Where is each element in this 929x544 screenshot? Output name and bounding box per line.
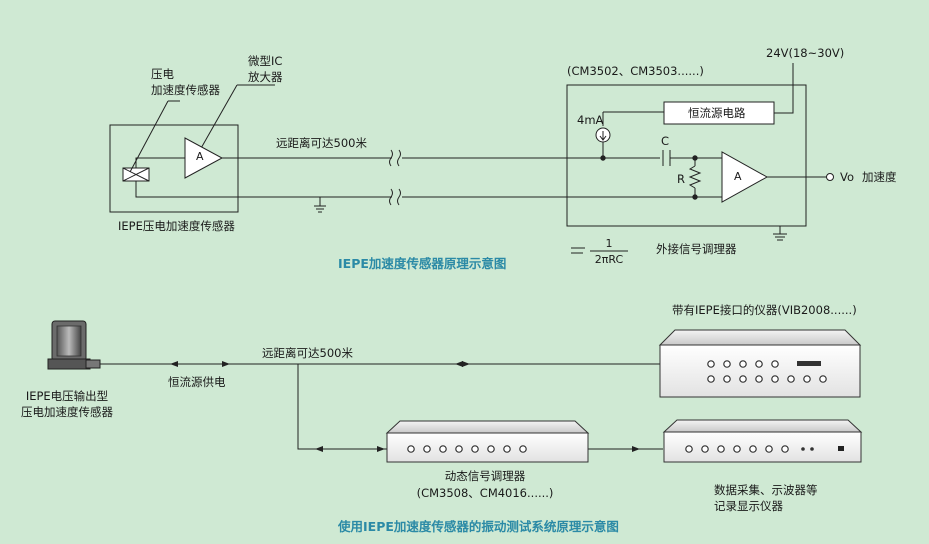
- amp-symbol: A: [196, 150, 204, 163]
- bottom-sensor-label: IEPE电压输出型: [25, 389, 109, 403]
- conditioner-schematic: [566, 63, 834, 254]
- output-terminal: [826, 173, 834, 181]
- conditioner-jacks: [407, 445, 527, 453]
- iepe-sensor-device: [47, 320, 101, 370]
- current-label: 4mA: [577, 113, 604, 127]
- distance-label: 远距离可达500米: [276, 136, 367, 150]
- recorder-device: [662, 419, 863, 463]
- sensor-box-label: IEPE压电加速度传感器: [118, 219, 235, 233]
- buffer-amplifier: [721, 151, 769, 203]
- cutoff-denominator: 2πRC: [594, 253, 624, 266]
- cutoff-symbol: f: [568, 240, 574, 254]
- cable-break-marks: [389, 149, 402, 206]
- cutoff-numerator: 1: [605, 237, 613, 250]
- conditioner-models: (CM3502、CM3503......): [567, 64, 704, 78]
- constant-current-label: 恒流源电路: [688, 106, 746, 120]
- dynamic-conditioner-label: 动态信号调理器: [444, 469, 526, 483]
- supply-voltage: 24V(18~30V): [766, 46, 845, 60]
- output-label: Vo: [840, 170, 855, 184]
- instrument-jacks: [707, 360, 827, 383]
- bidirectional-arrows: [170, 361, 640, 452]
- bottom-distance-label: 远距离可达500米: [262, 346, 353, 360]
- capacitor-label: C: [661, 134, 670, 148]
- ic-label: 微型IC: [248, 54, 283, 68]
- dynamic-conditioner-models: (CM3508、CM4016......): [416, 486, 554, 500]
- top-caption: IEPE加速度传感器原理示意图: [338, 256, 507, 271]
- piezo-label: 压电: [151, 67, 174, 81]
- conditioner-label: 外接信号调理器: [656, 242, 737, 256]
- resistor-label: R: [677, 172, 685, 186]
- recorder-jacks: [685, 445, 844, 453]
- instrument-label: 带有IEPE接口的仪器(VIB2008......): [672, 303, 857, 317]
- output-quantity: 加速度: [862, 170, 897, 184]
- recorder-label: 数据采集、示波器等: [714, 483, 818, 497]
- iepe-instrument: [658, 329, 862, 398]
- bottom-sensor-label-2: 压电加速度传感器: [21, 405, 113, 419]
- piezo-label-2: 加速度传感器: [151, 83, 220, 97]
- sensor-housing: [109, 124, 239, 213]
- bottom-wiring: [100, 363, 660, 450]
- conditioner-box: [566, 84, 807, 227]
- signal-conditioner-device: [385, 420, 590, 463]
- supply-label: 恒流源供电: [168, 375, 226, 389]
- recorder-label-2: 记录显示仪器: [714, 499, 783, 513]
- ic-label-2: 放大器: [248, 70, 283, 84]
- bottom-caption: 使用IEPE加速度传感器的振动测试系统原理示意图: [338, 519, 619, 534]
- amp2-symbol: A: [734, 170, 742, 183]
- top-schematic: [109, 84, 600, 213]
